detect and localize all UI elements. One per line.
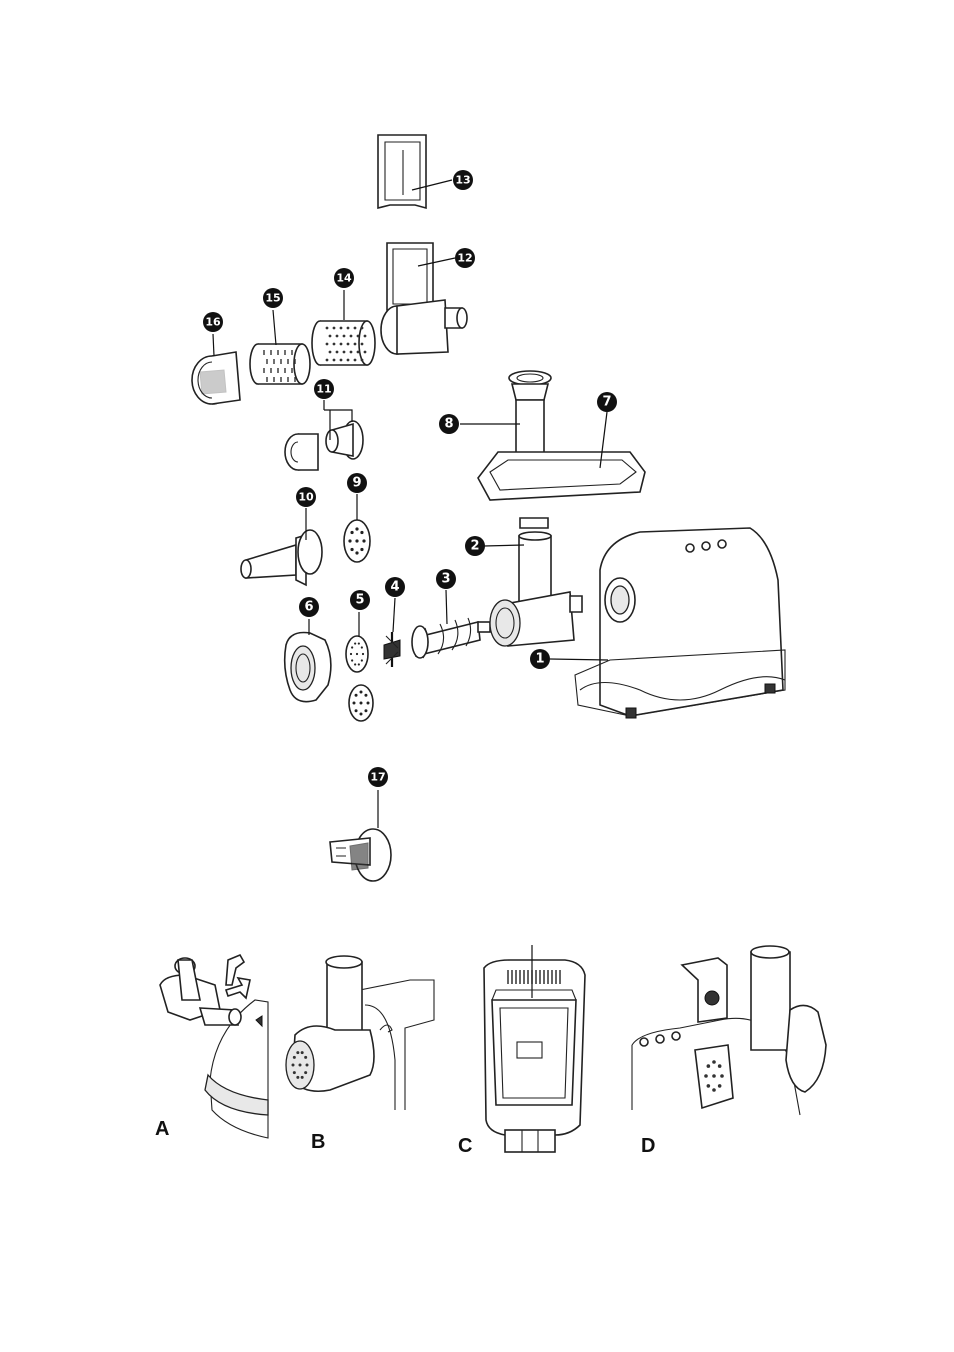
panel-b-illustration [286, 956, 434, 1110]
callout-15: 15 [263, 288, 283, 308]
svg-text:12: 12 [457, 252, 472, 265]
svg-text:9: 9 [352, 476, 361, 491]
callout-7: 7 [597, 392, 617, 412]
part-7-tray [478, 452, 645, 528]
panel-label-c: C [458, 1135, 472, 1157]
svg-text:10: 10 [298, 491, 314, 504]
svg-text:6: 6 [304, 600, 313, 615]
panel-label-b: B [311, 1131, 325, 1153]
callout-10: 10 [296, 487, 316, 507]
callout-3: 3 [436, 569, 456, 589]
callout-17: 17 [368, 767, 388, 787]
part-2-grinder-head [490, 532, 582, 646]
svg-text:15: 15 [265, 292, 280, 305]
callout-13: 13 [453, 170, 473, 190]
svg-text:16: 16 [205, 316, 221, 329]
part-10-sausage-funnel [241, 530, 322, 585]
panel-label-d: D [641, 1135, 655, 1157]
part-9-coarse-plate [344, 520, 370, 562]
svg-text:13: 13 [455, 174, 470, 187]
part-16-drum-holder [192, 352, 240, 404]
svg-text:2: 2 [470, 539, 479, 554]
svg-text:14: 14 [336, 272, 352, 285]
callout-14: 14 [334, 268, 354, 288]
callout-12: 12 [455, 248, 475, 268]
svg-text:8: 8 [444, 417, 453, 432]
callout-5: 5 [350, 590, 370, 610]
part-14-grating-drum [312, 321, 375, 365]
part-13-pusher [378, 135, 426, 208]
part-6-ring-nut [285, 633, 331, 702]
callout-4: 4 [385, 577, 405, 597]
part-4-cutting-blade [384, 632, 400, 667]
svg-text:7: 7 [602, 395, 611, 410]
panel-a-illustration [160, 955, 268, 1138]
part-3-screw-auger [412, 618, 490, 658]
svg-text:4: 4 [390, 580, 399, 595]
panel-c-illustration [484, 945, 585, 1152]
callout-6: 6 [299, 597, 319, 617]
callout-8: 8 [439, 414, 459, 434]
callout-16: 16 [203, 312, 223, 332]
part-1-motor-body [575, 528, 785, 718]
svg-text:3: 3 [441, 572, 450, 587]
svg-text:1: 1 [535, 652, 544, 667]
callout-2: 2 [465, 536, 485, 556]
part-15-shredding-drum [250, 344, 310, 384]
panel-d-illustration [632, 946, 826, 1115]
part-17-kebbe-cone [330, 829, 391, 881]
callout-11: 11 [314, 379, 334, 399]
part-12-slicer-housing [381, 243, 467, 354]
part-11-kebbe-attachment [285, 421, 363, 470]
callout-1: 1 [530, 649, 550, 669]
panel-label-a: A [155, 1118, 169, 1140]
callout-9: 9 [347, 473, 367, 493]
svg-text:17: 17 [370, 771, 385, 784]
svg-text:11: 11 [316, 383, 331, 396]
svg-text:5: 5 [355, 593, 364, 608]
part-5-fine-plate [346, 636, 373, 721]
